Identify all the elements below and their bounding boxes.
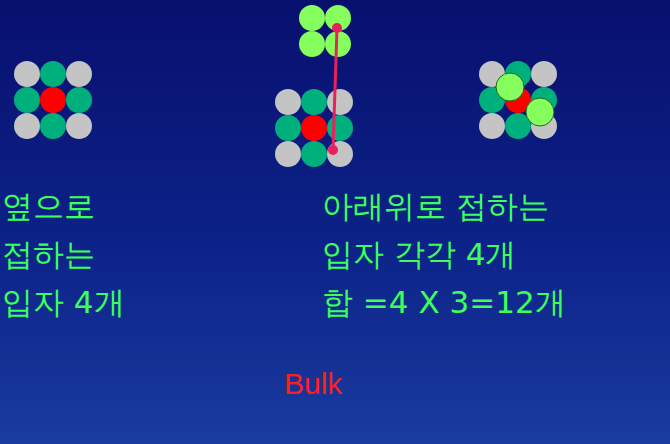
caption-line: 접하는 (2, 236, 95, 273)
stacked-layer-cluster (479, 61, 557, 139)
caption-line: 아래위로 접하는 (322, 188, 549, 225)
vertical-contact-cluster (275, 5, 353, 167)
caption-line: 옆으로 (2, 188, 95, 225)
side-contact-cluster (14, 61, 92, 139)
caption-line: 입자 각각 4개 (322, 236, 516, 273)
title-label: Bulk (284, 366, 342, 402)
caption-line: 합 =4 X 3=12개 (322, 284, 566, 321)
caption-line: 입자 4개 (2, 284, 125, 321)
